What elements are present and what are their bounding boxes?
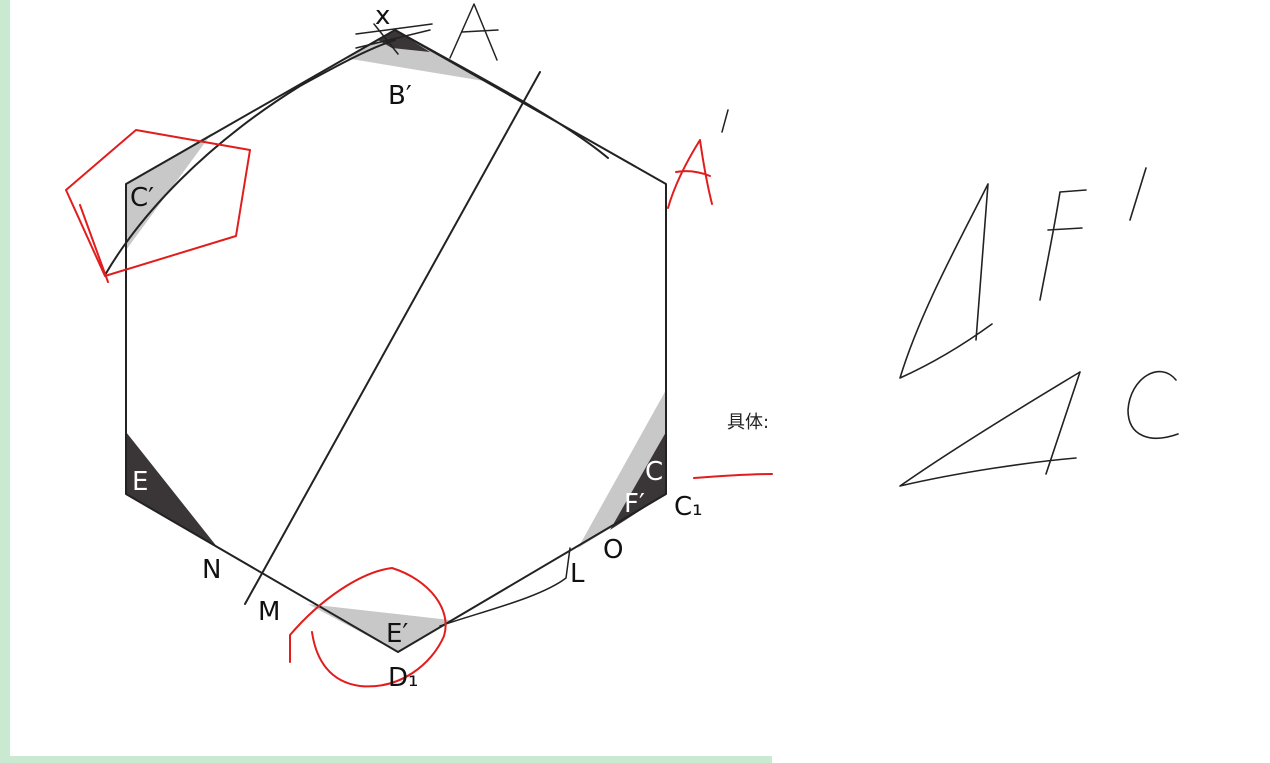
sketch-tick-right <box>721 109 729 133</box>
hand-glyph-4-upper <box>899 183 993 379</box>
label-c-prime: C′ <box>130 183 154 213</box>
tick-x-3 <box>373 23 399 55</box>
left-dark-region-e <box>126 432 218 548</box>
label-o: O <box>603 535 623 565</box>
sketch-line-bottom-right <box>439 547 571 627</box>
hand-glyph-c <box>1127 370 1179 439</box>
sketch-a-top <box>449 3 499 61</box>
label-c1: C₁ <box>674 492 703 522</box>
label-e-prime: E′ <box>386 619 408 649</box>
label-b-prime: B′ <box>388 81 412 111</box>
bottom-light-triangle <box>308 604 450 652</box>
red-pentagon-inner-stroke <box>79 204 109 283</box>
left-arc-line <box>104 39 396 276</box>
red-line-right <box>693 473 773 479</box>
diagonal-line <box>244 71 541 605</box>
red-a-right <box>667 139 713 209</box>
top-right-curve <box>394 29 609 159</box>
frame <box>0 0 772 763</box>
label-m: M <box>258 597 280 627</box>
handwriting-panel <box>899 167 1179 487</box>
red-annotations <box>65 129 773 688</box>
label-f-prime: F′ <box>624 489 645 519</box>
red-loop-bottom <box>289 567 447 688</box>
label-e: E <box>132 467 148 497</box>
label-cjk-fragment: 具体: <box>727 412 769 433</box>
construction-lines <box>104 3 729 653</box>
hand-glyph-prime <box>1129 167 1147 221</box>
label-x: x <box>375 1 390 31</box>
right-dark-region <box>610 432 666 530</box>
label-d1: D₁ <box>388 663 418 693</box>
top-light-triangle <box>345 30 490 82</box>
frame-left-strip <box>0 0 10 763</box>
red-pentagon <box>65 129 251 277</box>
label-l: L <box>570 559 585 589</box>
top-dark-triangle <box>378 30 430 52</box>
hexagon-outline <box>125 29 667 653</box>
frame-bottom-strip <box>0 756 772 763</box>
right-light-region <box>578 390 666 548</box>
panel-edge-mask <box>774 408 804 438</box>
hand-glyph-4-lower <box>899 371 1081 487</box>
tick-x-2 <box>355 29 431 49</box>
hand-glyph-f <box>1039 189 1087 301</box>
tick-x-1 <box>355 23 433 35</box>
label-n: N <box>202 555 221 585</box>
label-c: C <box>645 457 663 487</box>
labels: x B′ C′ E N M E′ D₁ L O F′ C C₁ 具体: <box>130 1 769 693</box>
